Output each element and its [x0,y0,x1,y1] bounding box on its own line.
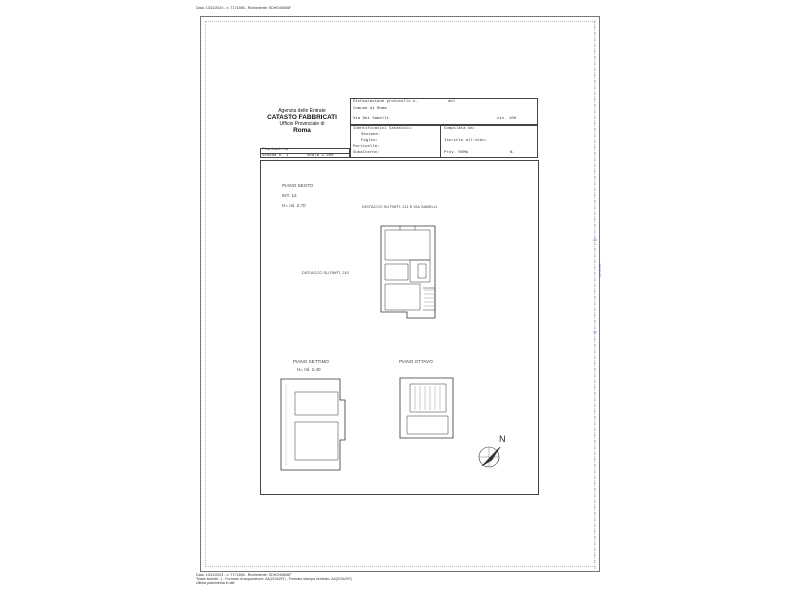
page-frame [200,16,600,572]
distacco-left-label: DISTACCO SU PART. 210 [302,270,349,275]
int-label: INT. 12 [282,193,297,198]
subalterno-label: Subalterno: [353,151,380,155]
margin-scale-label: Ag=cm 10 [597,263,602,277]
agency-line3: Ufficio Provinciale di [279,121,325,127]
planimetria-label: Planimetria [262,148,289,152]
margin-ruler [593,20,597,570]
piano-ottavo-label: PIANO OTTAVO [399,359,433,364]
dichiarazione-label: Dichiarazione protocollo n. [353,100,418,104]
agency-line2: CATASTO FABBRICATI [267,114,337,121]
identificativi-label: Identificativi Catastali: [353,127,414,131]
planimetria-divider [260,153,350,154]
declaration-box [350,98,538,125]
footer-line2: Totale schede: 1 - Formato di acquisizio… [196,577,352,581]
agency-line4: Roma [293,127,311,134]
plan-area [260,160,539,495]
agency-block: Agenzia delle Entrate CATASTO FABBRICATI… [262,108,342,134]
scala-label: Scala 1:200 [307,154,334,158]
compilata-label: Compilata da: [444,127,476,131]
compass-rose-icon [478,446,501,468]
particella-label: Particella: [353,145,380,149]
inner-frame [205,21,595,567]
distacco-top-label: DISTACCO SU PART. 211 E VIA SABELLI [362,204,438,209]
civ-label: civ. 100 [497,117,517,121]
h-sesto-label: H= ml. 2,70 [282,203,306,208]
foglio-label: Foglio: [361,139,378,143]
north-label: N [499,434,506,444]
n-label: N. [510,151,515,155]
comune-label: Comune di Roma [353,107,387,111]
identifiers-divider [440,125,441,158]
identifiers-box [350,125,538,158]
header-stamp: Data: 13/11/2024 - n. T171896 - Richiede… [196,6,292,10]
footer-line3: Ultima planimetria in atti [196,581,235,585]
piano-settimo-label: PIANO SETTIMO [293,359,329,364]
scheda-label: Scheda n. 1 [262,154,289,158]
floor-plans-drawing [280,225,501,471]
iscritto-label: Iscritto all'albo: [444,139,488,143]
sezione-label: Sezione: [361,133,381,137]
agency-line1: Agenzia delle Entrate [278,108,326,114]
footer-line1: Data: 13/11/2024 - n. T171896 - Richiede… [196,573,292,577]
prov-label: Prov. ROMA [444,151,469,155]
footer-stamp: Data: 13/11/2024 - n. T171896 - Richiede… [196,573,352,585]
del-label: del [448,100,456,104]
h-settimo-label: H= ml. 2,40 [297,367,321,372]
via-label: Via Dei Sabelli [353,117,390,121]
piano-sesto-label: PIANO SESTO [282,183,314,188]
